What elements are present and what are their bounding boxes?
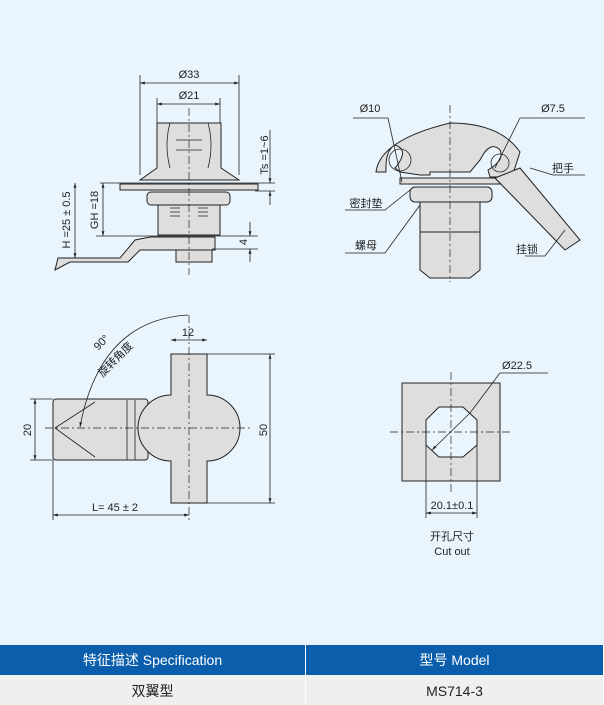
d75-label: Ø7.5 xyxy=(541,103,565,115)
height-20-dimension: 20 xyxy=(22,424,34,436)
length-dimension: L= 45 ± 2 xyxy=(92,502,138,514)
padlock-label: 挂锁 xyxy=(516,242,538,256)
table-header-row: 特征描述 Specification 型号 Model xyxy=(0,645,604,675)
gasket-label: 密封垫 xyxy=(350,196,383,210)
header-model: 型号 Model xyxy=(305,645,604,675)
cutout-view: Ø22.5 20.1±0.1 开孔尺寸 Cut out xyxy=(390,360,548,558)
angle-label: 90° xyxy=(92,333,112,353)
side-view: Ø10 Ø7.5 把手 密封垫 螺母 挂锁 xyxy=(345,103,585,282)
ts-dimension: Ts =1~6 xyxy=(259,135,271,174)
thickness-4-dimension: 4 xyxy=(238,239,250,245)
height-50-dimension: 50 xyxy=(258,424,270,436)
h-dimension: H =25 ± 0.5 xyxy=(61,191,73,248)
handle-label: 把手 xyxy=(552,161,574,175)
d33-dimension: Ø33 xyxy=(179,69,200,81)
cutout-label-cn: 开孔尺寸 xyxy=(430,529,474,543)
cutout-diameter: Ø22.5 xyxy=(502,360,532,372)
nut-label: 螺母 xyxy=(355,239,377,252)
cell-model: MS714-3 xyxy=(305,675,604,705)
cutout-label-en: Cut out xyxy=(434,546,469,558)
width-12-dimension: 12 xyxy=(182,327,194,339)
header-specification: 特征描述 Specification xyxy=(0,645,306,675)
top-view: 12 20 50 L= 45 ± 2 90° 旋转角度 xyxy=(22,314,275,520)
gh-dimension: GH =18 xyxy=(89,191,101,229)
d21-dimension: Ø21 xyxy=(179,90,200,102)
cutout-width: 20.1±0.1 xyxy=(431,500,474,512)
d10-label: Ø10 xyxy=(360,103,381,115)
table-row: 双翼型 MS714-3 xyxy=(0,675,604,705)
spec-table: 特征描述 Specification 型号 Model 双翼型 MS714-3 xyxy=(0,645,604,705)
front-view: Ts =1~6 4 GH =18 H =25 ± 0.5 Ø33 Ø21 xyxy=(54,69,275,275)
technical-drawing: Ts =1~6 4 GH =18 H =25 ± 0.5 Ø33 Ø21 Ø10… xyxy=(22,69,585,558)
cell-specification: 双翼型 xyxy=(0,675,306,705)
